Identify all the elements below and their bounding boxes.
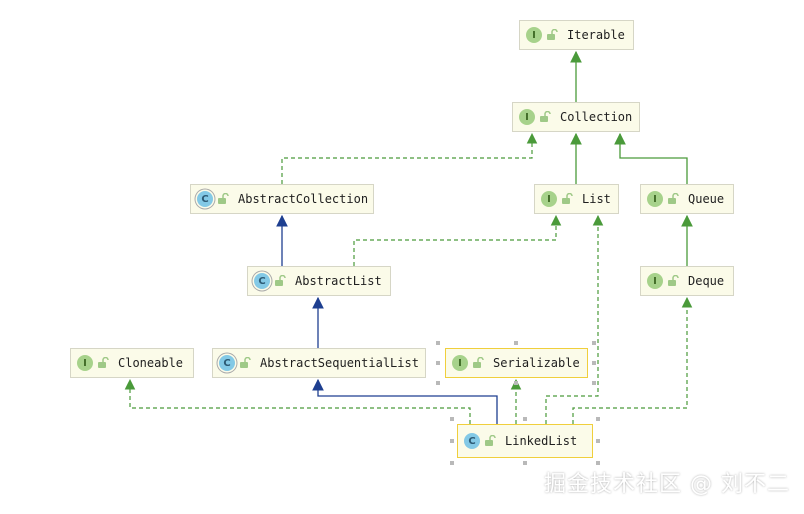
- unlock-icon: [98, 357, 109, 368]
- node-abstract-list[interactable]: C AbstractList: [247, 266, 391, 296]
- node-label: AbstractCollection: [238, 192, 369, 206]
- unlock-icon: [540, 111, 551, 122]
- unlock-icon: [668, 193, 679, 204]
- selection-handle[interactable]: [596, 417, 600, 421]
- interface-icon: I: [452, 355, 468, 371]
- selection-handle[interactable]: [436, 361, 440, 365]
- selection-handle[interactable]: [596, 439, 600, 443]
- node-abstract-collection[interactable]: C AbstractCollection: [190, 184, 374, 214]
- node-label: Deque: [688, 274, 725, 288]
- unlock-icon: [275, 275, 286, 286]
- node-cloneable[interactable]: I Cloneable: [70, 348, 194, 378]
- abstract-class-icon: C: [254, 273, 270, 289]
- edge-abstractcollection-collection: [281, 132, 538, 184]
- selection-handle[interactable]: [450, 461, 454, 465]
- selection-handle[interactable]: [523, 417, 527, 421]
- node-label: Cloneable: [118, 356, 184, 370]
- interface-icon: I: [519, 109, 535, 125]
- node-deque[interactable]: I Deque: [640, 266, 734, 296]
- selection-handle[interactable]: [514, 341, 518, 345]
- edge-linkedlist-deque: [572, 296, 693, 424]
- selection-handle[interactable]: [592, 361, 596, 365]
- selection-handle[interactable]: [596, 461, 600, 465]
- unlock-icon: [485, 435, 496, 446]
- edge-abstractlist-list: [353, 214, 562, 266]
- unlock-icon: [473, 357, 484, 368]
- node-linked-list[interactable]: C LinkedList: [457, 424, 593, 458]
- selection-handle[interactable]: [436, 341, 440, 345]
- selection-handle[interactable]: [523, 461, 527, 465]
- node-label: List: [582, 192, 611, 206]
- interface-icon: I: [77, 355, 93, 371]
- selection-handle[interactable]: [592, 381, 596, 385]
- class-icon: C: [464, 433, 480, 449]
- unlock-icon: [562, 193, 573, 204]
- node-label: AbstractSequentialList: [260, 356, 419, 370]
- node-iterable[interactable]: I Iterable: [519, 20, 634, 50]
- node-serializable[interactable]: I Serializable: [445, 348, 588, 378]
- interface-icon: I: [647, 273, 663, 289]
- selection-handle[interactable]: [450, 439, 454, 443]
- node-label: LinkedList: [505, 434, 578, 448]
- abstract-class-icon: C: [197, 191, 213, 207]
- node-collection[interactable]: I Collection: [512, 102, 640, 132]
- node-label: AbstractList: [295, 274, 382, 288]
- interface-icon: I: [647, 191, 663, 207]
- unlock-icon: [547, 29, 558, 40]
- selection-handle[interactable]: [592, 341, 596, 345]
- node-list[interactable]: I List: [534, 184, 619, 214]
- node-abstract-sequential-list[interactable]: C AbstractSequentialList: [212, 348, 426, 378]
- unlock-icon: [240, 357, 251, 368]
- interface-icon: I: [526, 27, 542, 43]
- node-label: Queue: [688, 192, 725, 206]
- edge-linkedlist-cloneable: [124, 378, 471, 424]
- unlock-icon: [668, 275, 679, 286]
- abstract-class-icon: C: [219, 355, 235, 371]
- node-label: Iterable: [567, 28, 625, 42]
- selection-handle[interactable]: [514, 381, 518, 385]
- unlock-icon: [218, 193, 229, 204]
- node-label: Serializable: [493, 356, 580, 370]
- node-queue[interactable]: I Queue: [640, 184, 734, 214]
- selection-handle[interactable]: [450, 417, 454, 421]
- edge-linkedlist-abstractsequentiallist: [312, 378, 498, 424]
- interface-icon: I: [541, 191, 557, 207]
- watermark-text: 掘金技术社区 @ 刘不二: [544, 472, 790, 497]
- edge-linkedlist-list: [545, 214, 604, 424]
- selection-handle[interactable]: [436, 381, 440, 385]
- edge-queue-collection: [614, 132, 688, 184]
- node-label: Collection: [560, 110, 633, 124]
